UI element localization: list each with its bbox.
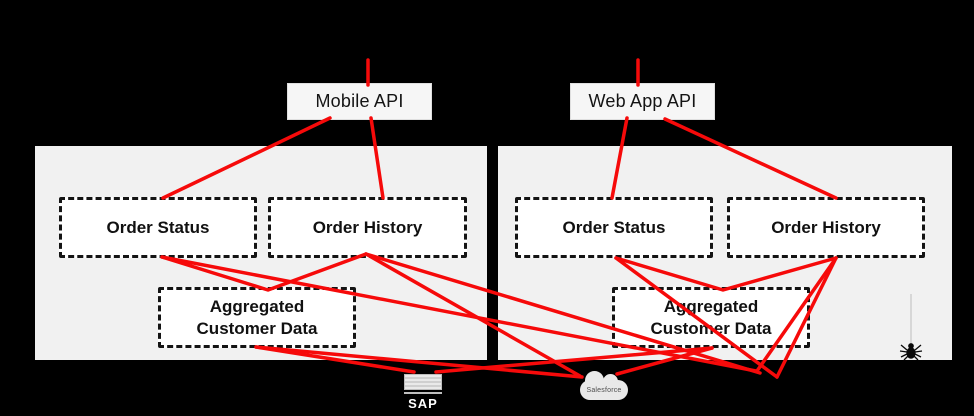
sap-label: SAP bbox=[408, 396, 438, 411]
webapp-order-status-label: Order Status bbox=[562, 217, 666, 237]
salesforce-label: Salesforce bbox=[586, 386, 622, 394]
salesforce-cloud-icon: Salesforce bbox=[580, 371, 628, 400]
mobile-order-status-label: Order Status bbox=[106, 217, 210, 237]
sap-system: SAP bbox=[404, 374, 442, 411]
webapp-api-label: Web App API bbox=[588, 91, 697, 111]
webapp-order-history-node: Order History bbox=[727, 197, 925, 258]
mobile-order-history-node: Order History bbox=[268, 197, 467, 258]
mobile-api-node: Mobile API bbox=[287, 83, 432, 120]
mobile-api-label: Mobile API bbox=[315, 91, 404, 111]
mobile-aggregated-data-node: Aggregated Customer Data bbox=[158, 287, 356, 348]
webapp-order-history-label: Order History bbox=[771, 217, 881, 237]
webapp-aggregated-data-node: Aggregated Customer Data bbox=[612, 287, 810, 348]
spider-icon bbox=[899, 343, 923, 360]
webapp-aggregated-data-label: Aggregated Customer Data bbox=[650, 297, 772, 338]
mobile-order-status-node: Order Status bbox=[59, 197, 257, 258]
spider-web-icon bbox=[899, 294, 923, 360]
sap-server-icon bbox=[404, 374, 442, 390]
webapp-api-node: Web App API bbox=[570, 83, 715, 120]
mobile-aggregated-data-label: Aggregated Customer Data bbox=[196, 297, 318, 338]
mobile-order-history-label: Order History bbox=[312, 217, 423, 237]
webapp-order-status-node: Order Status bbox=[515, 197, 713, 258]
